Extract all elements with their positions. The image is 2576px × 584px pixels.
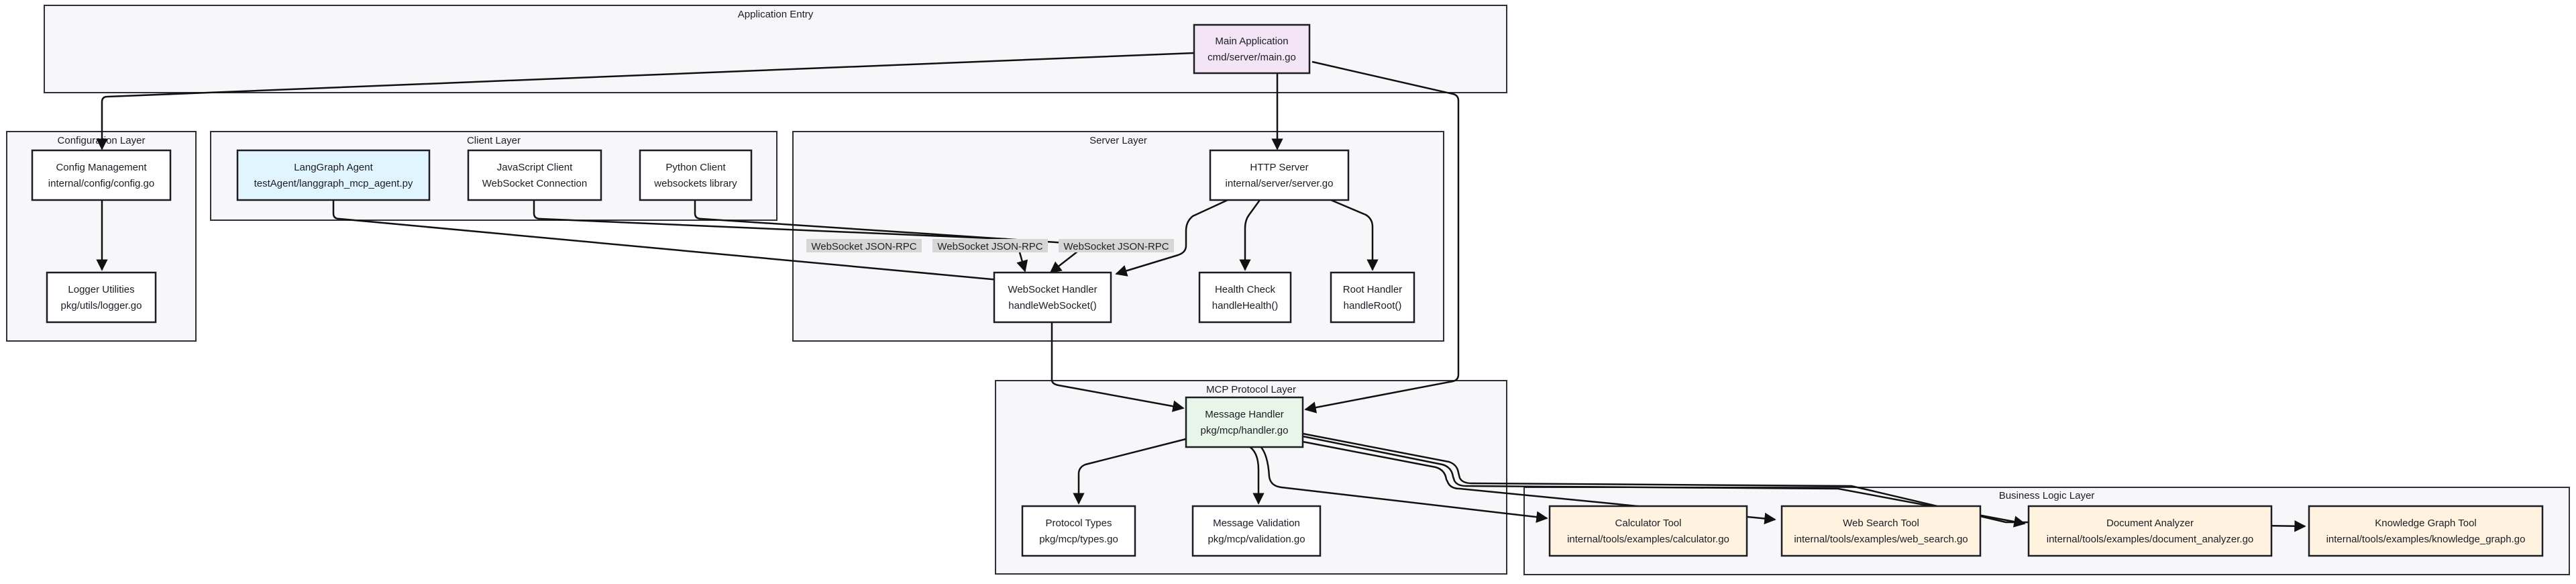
node-knowledge-graph-tool[interactable]: Knowledge Graph Tool internal/tools/exam… xyxy=(2308,505,2544,557)
node-path: pkg/mcp/handler.go xyxy=(1201,425,1289,436)
node-config-management[interactable]: Config Management internal/config/config… xyxy=(31,149,172,201)
node-path: internal/tools/examples/calculator.go xyxy=(1567,534,1729,545)
node-path: websockets library xyxy=(653,178,737,189)
node-title: Root Handler xyxy=(1343,284,1402,295)
edge-handler-to-docanalyzer xyxy=(1302,435,2026,528)
node-calculator-tool[interactable]: Calculator Tool internal/tools/examples/… xyxy=(1548,505,1748,557)
node-web-search-tool[interactable]: Web Search Tool internal/tools/examples/… xyxy=(1780,505,1982,557)
node-message-validation[interactable]: Message Validation pkg/mcp/validation.go xyxy=(1191,505,1322,557)
node-title: Message Validation xyxy=(1213,518,1300,529)
node-path: internal/server/server.go xyxy=(1226,178,1334,189)
edge-handler-to-websearch xyxy=(1302,440,1776,525)
node-title: WebSocket Handler xyxy=(1008,284,1097,295)
edge-http-to-health xyxy=(1239,199,1261,271)
edge-label-ws-rpc-1: WebSocket JSON-RPC xyxy=(806,239,922,252)
node-title: Config Management xyxy=(56,162,147,173)
edge-handler-to-knowledge xyxy=(1302,432,2306,532)
edge-label-ws-rpc-3: WebSocket JSON-RPC xyxy=(1059,239,1174,252)
cluster-server-layer-label: Server Layer xyxy=(1089,135,1147,146)
node-title: Document Analyzer xyxy=(2106,518,2194,529)
node-websocket-handler[interactable]: WebSocket Handler handleWebSocket() xyxy=(993,271,1112,324)
cluster-mcp-protocol-layer-label: MCP Protocol Layer xyxy=(1206,384,1296,395)
cluster-business-logic-layer-label: Business Logic Layer xyxy=(1999,490,2095,501)
cluster-application-entry-label: Application Entry xyxy=(738,9,814,20)
node-javascript-client[interactable]: JavaScript Client WebSocket Connection xyxy=(467,149,602,201)
node-path: cmd/server/main.go xyxy=(1208,52,1296,63)
node-root-handler[interactable]: Root Handler handleRoot() xyxy=(1330,271,1415,324)
cluster-client-layer-label: Client Layer xyxy=(467,135,521,146)
node-protocol-types[interactable]: Protocol Types pkg/mcp/types.go xyxy=(1021,505,1136,557)
node-langgraph-agent[interactable]: LangGraph Agent testAgent/langgraph_mcp_… xyxy=(236,149,431,201)
node-title: LangGraph Agent xyxy=(294,162,373,173)
node-path: handleHealth() xyxy=(1212,300,1278,311)
node-title: Health Check xyxy=(1215,284,1276,295)
node-title: Web Search Tool xyxy=(1843,518,1919,529)
node-title: Protocol Types xyxy=(1046,518,1112,529)
node-document-analyzer[interactable]: Document Analyzer internal/tools/example… xyxy=(2027,505,2273,557)
node-title: Logger Utilities xyxy=(68,284,134,295)
edge-label-text: WebSocket JSON-RPC xyxy=(811,241,916,252)
edge-label-text: WebSocket JSON-RPC xyxy=(1063,241,1169,252)
edge-main-to-config xyxy=(96,52,1195,150)
node-logger-utilities[interactable]: Logger Utilities pkg/utils/logger.go xyxy=(46,271,157,324)
edge-handler-to-calculator xyxy=(1259,445,1548,523)
edge-py-to-ws xyxy=(694,200,1089,274)
node-http-server[interactable]: HTTP Server internal/server/server.go xyxy=(1209,149,1350,201)
node-path: WebSocket Connection xyxy=(482,178,587,189)
node-path: internal/tools/examples/document_analyze… xyxy=(2047,534,2254,545)
node-path: pkg/utils/logger.go xyxy=(61,300,142,311)
node-title: Knowledge Graph Tool xyxy=(2375,518,2477,529)
edge-label-ws-rpc-2: WebSocket JSON-RPC xyxy=(932,239,1048,252)
edge-langgraph-to-ws xyxy=(332,200,1008,286)
edge-ws-to-message-handler xyxy=(1051,321,1185,412)
node-path: pkg/mcp/validation.go xyxy=(1208,534,1305,545)
node-message-handler[interactable]: Message Handler pkg/mcp/handler.go xyxy=(1185,396,1304,448)
node-path: internal/tools/examples/knowledge_graph.… xyxy=(2326,534,2526,545)
edge-http-to-ws xyxy=(1115,199,1228,277)
node-path: pkg/mcp/types.go xyxy=(1039,534,1118,545)
edge-handler-to-types xyxy=(1073,438,1187,505)
node-main-application[interactable]: Main Application cmd/server/main.go xyxy=(1193,23,1311,75)
node-python-client[interactable]: Python Client websockets library xyxy=(639,149,753,201)
node-title: Message Handler xyxy=(1205,409,1284,420)
node-path: testAgent/langgraph_mcp_agent.py xyxy=(254,178,413,189)
edge-label-text: WebSocket JSON-RPC xyxy=(937,241,1042,252)
edge-http-to-root xyxy=(1330,199,1379,271)
edge-main-to-message-handler xyxy=(1304,60,1460,413)
node-title: Main Application xyxy=(1215,36,1288,47)
node-health-check[interactable]: Health Check handleHealth() xyxy=(1198,271,1292,324)
node-title: HTTP Server xyxy=(1250,162,1308,173)
node-path: handleRoot() xyxy=(1344,300,1402,311)
node-title: Calculator Tool xyxy=(1615,518,1682,529)
node-title: Python Client xyxy=(665,162,726,173)
node-title: JavaScript Client xyxy=(497,162,573,173)
node-path: internal/tools/examples/web_search.go xyxy=(1794,534,1968,545)
node-path: internal/config/config.go xyxy=(48,178,154,189)
node-path: handleWebSocket() xyxy=(1008,300,1096,311)
edges xyxy=(96,52,2306,532)
